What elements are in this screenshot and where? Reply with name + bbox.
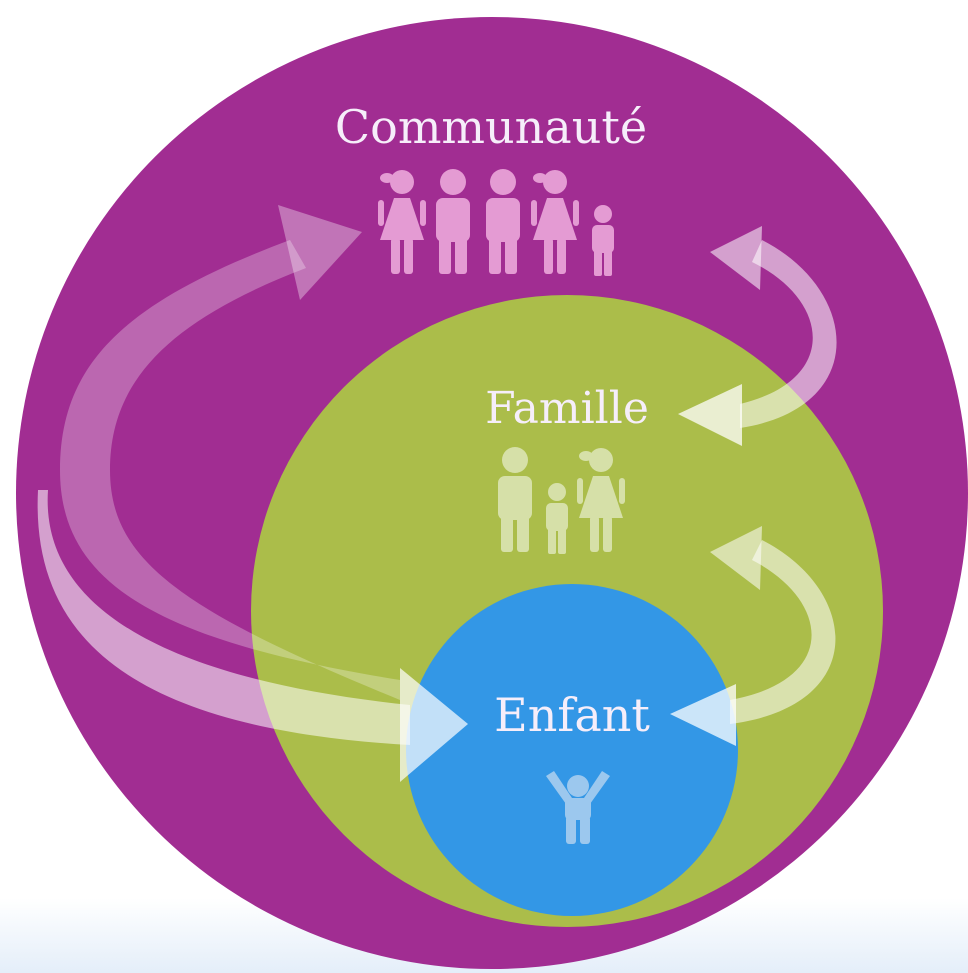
- arrow-community-to-child: [37, 490, 468, 782]
- family-label: Famille: [485, 383, 649, 434]
- arrow-family-to-child: [670, 526, 836, 746]
- arrow-child-to-community: [60, 205, 400, 700]
- child-arms-raised-icon: [546, 771, 610, 844]
- child-label: Enfant: [494, 688, 650, 742]
- child-circle: [406, 584, 738, 916]
- community-label: Communauté: [335, 100, 647, 154]
- arrow-community-to-family: [678, 226, 837, 446]
